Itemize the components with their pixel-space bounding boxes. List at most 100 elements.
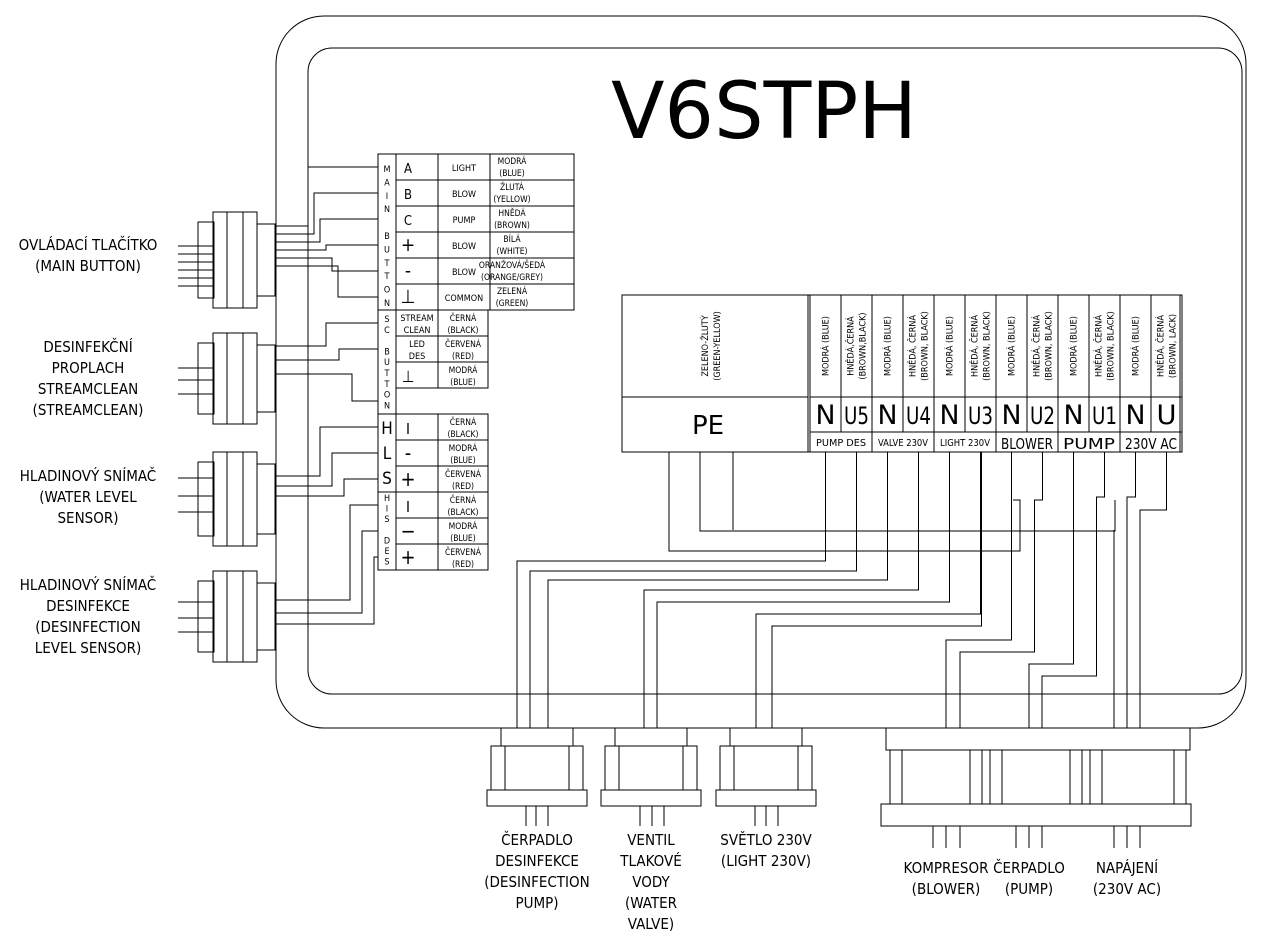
terminal-symbol: ⊥: [401, 286, 416, 308]
pe-wire: [699, 452, 1116, 532]
left-connector-label: PROPLACH: [52, 359, 125, 377]
group-letter: N: [384, 205, 390, 215]
device-title: V6STPH: [611, 67, 917, 157]
desinfection-level-wire: [275, 504, 378, 601]
terminal-function: DES: [409, 352, 426, 362]
left-connector-4: HLADINOVÝ SNÍMAČDESINFEKCE(DESINFECTIONL…: [20, 570, 276, 663]
group-letter: S: [384, 558, 389, 568]
terminal-wire-color: ČERNÁ: [450, 416, 477, 428]
connector-plug-cap: [880, 803, 1192, 827]
connector-plug-body: [889, 749, 983, 805]
connector-plug-cap: [600, 789, 702, 807]
terminal-symbol: C: [404, 214, 412, 229]
terminal-wire-color: ORANŽOVÁ/ŠEDÁ: [479, 259, 546, 271]
power-terminal-label: N: [1126, 400, 1146, 431]
mains-wire: [1139, 452, 1167, 694]
power-group-label: BLOWER: [1001, 435, 1053, 453]
terminal-symbol-cell: [395, 205, 439, 233]
bottom-connector-label: ČERPADLO: [993, 858, 1065, 877]
power-wire-color: HNĚDÁ,ČERNÁ: [845, 316, 857, 376]
desinfection-level-wire: [275, 556, 378, 625]
streamclean-wire: [275, 348, 378, 361]
left-connector-2: DESINFEKČNÍPROPLACHSTREAMCLEAN(STREAMCLE…: [33, 332, 276, 425]
terminal-wire-color: ŽLUTÁ: [500, 181, 525, 193]
group-letter: T: [384, 369, 390, 379]
terminal-wire-color: (ORANGE/GREY): [481, 273, 543, 283]
power-wire-color: MODRÁ (BLUE): [882, 316, 894, 376]
terminal-wire-color: (BLUE): [450, 456, 475, 466]
terminal-wire-color: (GREEN): [496, 299, 529, 309]
power-wire-color: HNĚDÁ, ČERNÁ: [1093, 315, 1105, 377]
terminal-wire-color: (BLUE): [499, 169, 524, 179]
pump-wire: [1041, 452, 1105, 694]
power-wire-color: MODRÁ (BLUE): [1068, 316, 1080, 376]
terminal-wire-color: (BLACK): [447, 430, 478, 440]
power-wire-color: (BROWN, LACK): [1169, 314, 1179, 378]
terminal-function: PUMP: [453, 216, 476, 226]
bottom-connector-label: KOMPRESOR: [904, 859, 989, 877]
terminal-symbol: −: [400, 519, 415, 543]
main-button-wire: [275, 265, 378, 298]
mains-wire: [1126, 452, 1136, 694]
connector-plug-cap: [197, 342, 215, 415]
pump-des-wire: [516, 452, 826, 694]
terminal-function: CLEAN: [404, 326, 431, 336]
terminal-wire-color: (BROWN): [494, 221, 530, 231]
power-terminal-label: N: [1002, 400, 1022, 431]
group-letter: T: [384, 380, 390, 390]
terminal-wire-color: (RED): [452, 352, 474, 362]
pe-wire-color: (GREEN-YELLOW): [713, 311, 723, 381]
power-wire-color: HNĚDÁ, ČERNÁ: [969, 315, 981, 377]
group-letter: T: [384, 272, 390, 282]
left-connector-label: (STREAMCLEAN): [33, 401, 144, 419]
connector-plug-body: [212, 211, 258, 309]
terminal-symbol-cell: [395, 491, 439, 519]
power-terminal-label: U2: [1030, 402, 1055, 430]
power-wire-color: (BROWN, BLACK): [1045, 311, 1055, 381]
valve-wire: [656, 452, 950, 694]
connector-plug-cap: [486, 789, 588, 807]
group-letter: N: [384, 299, 390, 309]
power-wire-color: (BROWN, BLACK): [1107, 311, 1117, 381]
power-group-label: PUMP DES: [816, 438, 866, 449]
pe-wire: [668, 452, 1021, 552]
streamclean-wire: [275, 322, 378, 347]
terminal-symbol: +: [401, 234, 415, 256]
connector-gland: [256, 223, 276, 297]
group-letter: S: [384, 315, 389, 325]
terminal-symbol: B: [404, 188, 412, 203]
left-connector-label: SENSOR): [57, 509, 118, 527]
connector-gland: [256, 344, 276, 413]
bottom-connector-label: SVĚTLO 230V: [720, 830, 812, 849]
connector-gland: [729, 727, 803, 747]
power-terminal-label: N: [1064, 400, 1084, 431]
terminal-wire-color: ČERVENÁ: [445, 338, 482, 350]
blower-wire: [945, 452, 1012, 694]
power-terminal-label: N: [878, 400, 898, 431]
left-connector-1: OVLÁDACÍ TLAČÍTKO(MAIN BUTTON): [19, 211, 276, 309]
desinfection-level-wire: [275, 530, 378, 614]
power-group-label: VALVE 230V: [878, 438, 929, 449]
power-block-frame: [621, 294, 1181, 453]
group-letter: I: [386, 505, 388, 515]
connector-gland: [256, 582, 276, 651]
bottom-connector-label: (BLOWER): [912, 880, 981, 898]
group-letter: I: [386, 192, 388, 202]
bottom-connectors: ČERPADLODESINFEKCE(DESINFECTIONPUMP)VENT…: [484, 727, 1192, 933]
connector-plug-cap: [197, 461, 215, 537]
connector-gland: [256, 463, 276, 535]
group-letter: C: [384, 326, 390, 336]
pe-terminal-label: PE: [692, 411, 724, 441]
enclosure-inner: [307, 47, 1243, 695]
power-wire-color: (BROWN, BLACK): [983, 311, 993, 381]
bottom-connector-label: (WATER: [625, 894, 677, 912]
connector-gland-strip: [885, 727, 1191, 751]
group-letter: U: [384, 358, 390, 368]
group-letter: H: [384, 494, 390, 504]
connector-gland: [614, 727, 688, 747]
terminal-wire-color: (WHITE): [496, 247, 527, 257]
power-group-label: LIGHT 230V: [940, 438, 991, 449]
group-letter: S: [382, 469, 392, 489]
terminal-wire-color: ZELENÁ: [497, 285, 528, 297]
power-terminal-label: U: [1157, 400, 1177, 431]
